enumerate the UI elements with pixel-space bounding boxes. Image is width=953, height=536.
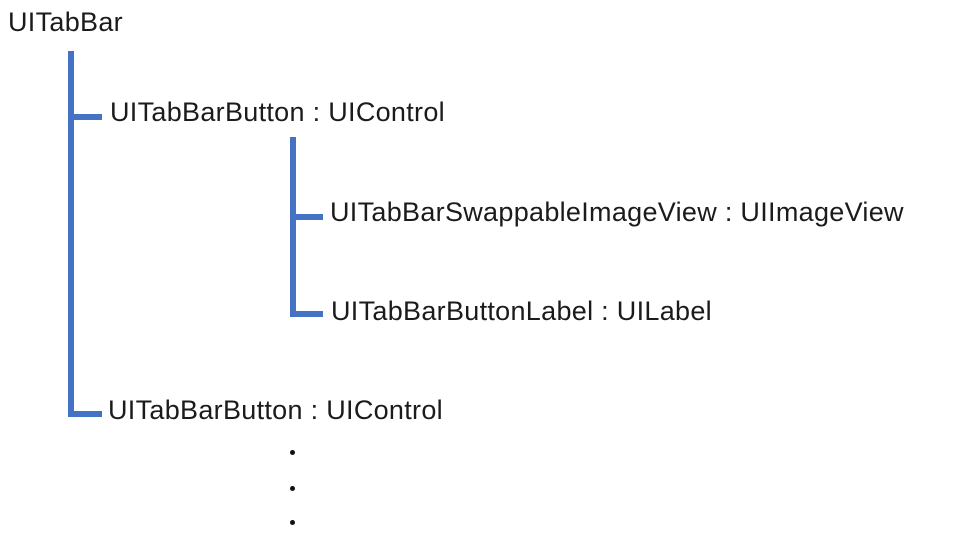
- ellipsis-dot: [290, 486, 295, 491]
- connector-branch-tabbarbutton-2: [68, 411, 102, 417]
- connector-tabbarbutton-vline: [290, 137, 296, 317]
- ellipsis-dot: [290, 520, 295, 525]
- connector-branch-swappable-imageview: [293, 214, 323, 220]
- node-uitabbarbutton-1: UITabBarButton : UIControl: [110, 97, 445, 127]
- connector-branch-tabbarbutton-1: [71, 114, 102, 120]
- connector-branch-buttonlabel: [290, 311, 323, 317]
- ellipsis-dot: [290, 450, 295, 455]
- node-uitabbar: UITabBar: [8, 7, 123, 37]
- node-swappable-imageview: UITabBarSwappableImageView : UIImageView: [330, 197, 904, 227]
- node-buttonlabel: UITabBarButtonLabel : UILabel: [331, 296, 712, 326]
- node-uitabbarbutton-2: UITabBarButton : UIControl: [108, 395, 443, 425]
- connector-uitabbar-vline: [68, 51, 74, 417]
